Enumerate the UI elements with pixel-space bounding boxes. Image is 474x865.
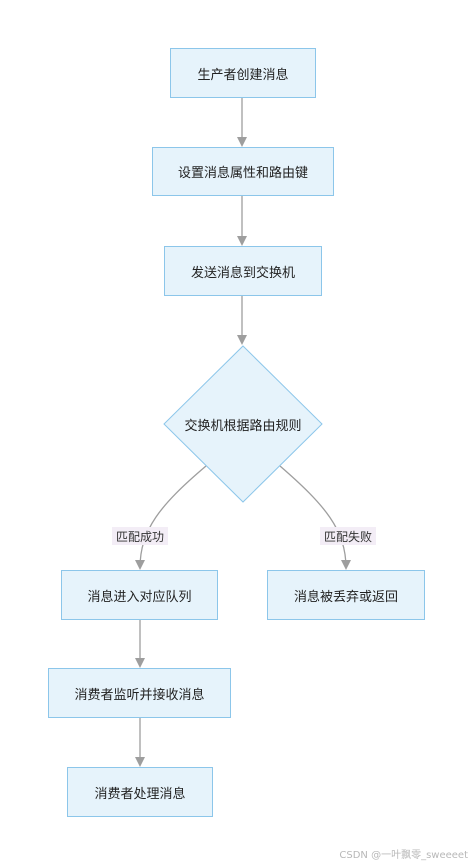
edge-label-fail-text: 匹配失败 (323, 529, 372, 544)
node-consumer-process: 消费者处理消息 (67, 767, 213, 817)
edge-label-success-text: 匹配成功 (115, 529, 164, 544)
node-send-to-exchange: 发送消息到交换机 (164, 246, 322, 296)
node-consumer-listen-label: 消费者监听并接收消息 (74, 687, 205, 703)
node-consumer-listen: 消费者监听并接收消息 (48, 668, 231, 718)
node-drop-or-return-label: 消息被丢弃或返回 (293, 589, 398, 605)
node-send-to-exchange-label: 发送消息到交换机 (190, 265, 295, 281)
node-enqueue-label: 消息进入对应队列 (87, 589, 192, 605)
node-create-message-label: 生产者创建消息 (197, 67, 289, 83)
node-drop-or-return: 消息被丢弃或返回 (267, 570, 425, 620)
decision-label: 交换机根据路由规则 (184, 418, 302, 434)
arrow-decision-to-enqueue (135, 465, 207, 570)
watermark: CSDN @一叶飘零_sweeeet (339, 850, 468, 861)
node-create-message: 生产者创建消息 (170, 48, 316, 98)
decision-diamond (163, 345, 323, 503)
node-set-properties-label: 设置消息属性和路由键 (177, 166, 308, 181)
node-consumer-process-label: 消费者处理消息 (94, 786, 186, 802)
edge-label-fail: 匹配失败 (320, 527, 376, 545)
node-set-properties: 设置消息属性和路由键 (152, 147, 334, 196)
decision-label-box: 交换机根据路由规则 (170, 410, 316, 438)
node-enqueue: 消息进入对应队列 (61, 570, 218, 620)
edge-label-success: 匹配成功 (112, 527, 168, 545)
arrow-decision-to-drop (279, 465, 351, 570)
